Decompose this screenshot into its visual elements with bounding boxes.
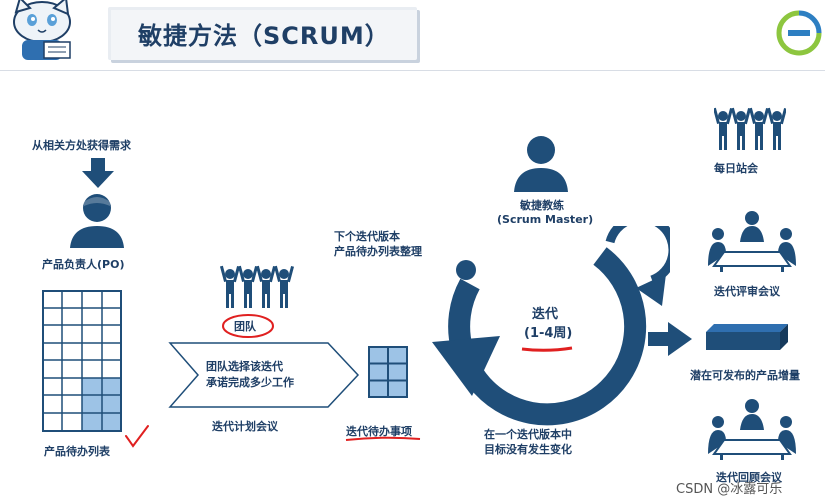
team-label: 团队 bbox=[234, 320, 256, 333]
backlog-refine-line2: 产品待办列表整理 bbox=[334, 245, 422, 258]
product-owner-label: 产品负责人(PO) bbox=[42, 258, 125, 271]
sprint-backlog-underline bbox=[345, 436, 421, 441]
scrum-master-line2: (Scrum Master) bbox=[497, 213, 594, 226]
scrum-master-line1: 敏捷教练 bbox=[520, 199, 564, 212]
sprint-duration-underline bbox=[521, 346, 573, 352]
title-banner bbox=[108, 7, 417, 60]
right-arrow-icon bbox=[648, 322, 692, 356]
sprint-review-label: 迭代评审会议 bbox=[714, 285, 780, 298]
sprint-planning-label: 迭代计划会议 bbox=[212, 420, 278, 433]
chevron-arrow-icon bbox=[168, 342, 360, 408]
cycle-arrow-icon bbox=[432, 226, 670, 426]
backlog-refine-line1: 下个迭代版本 bbox=[334, 230, 400, 243]
down-arrow-icon bbox=[82, 158, 114, 188]
product-backlog-label: 产品待办列表 bbox=[44, 445, 110, 458]
commit-text-line1: 团队选择该迭代 bbox=[206, 360, 283, 373]
sprint-review-meeting-icon bbox=[708, 211, 796, 272]
product-increment-icon bbox=[706, 324, 788, 350]
scrum-master-person-icon bbox=[514, 136, 568, 192]
commit-text-line2: 承诺完成多少工作 bbox=[206, 376, 294, 389]
team-icon bbox=[220, 265, 294, 308]
checkmark-icon bbox=[125, 425, 149, 448]
cat-mascot-icon bbox=[13, 0, 71, 60]
daily-standup-label: 每日站会 bbox=[714, 162, 758, 175]
person-icon bbox=[70, 194, 124, 248]
retrospective-label: 迭代回顾会议 bbox=[716, 471, 782, 484]
sprint-label: 迭代 bbox=[532, 307, 559, 322]
header-divider bbox=[0, 70, 825, 71]
sprint-backlog-label: 迭代待办事项 bbox=[346, 425, 412, 438]
sprint-duration-label: (1-4周) bbox=[524, 326, 573, 341]
no-change-line1: 在一个迭代版本中 bbox=[484, 428, 572, 441]
brand-logo-icon bbox=[776, 10, 822, 56]
no-change-line2: 目标没有发生变化 bbox=[484, 443, 572, 456]
daily-standup-team-icon bbox=[714, 107, 786, 150]
page-title: 敏捷方法（SCRUM） bbox=[138, 22, 390, 50]
gather-requirements-label: 从相关方处获得需求 bbox=[32, 139, 131, 152]
team-annotation-circle bbox=[222, 314, 274, 338]
sprint-backlog-grid bbox=[368, 346, 408, 398]
increment-label: 潜在可发布的产品增量 bbox=[690, 369, 800, 382]
retrospective-meeting-icon bbox=[708, 399, 796, 460]
product-backlog-grid bbox=[42, 290, 122, 432]
watermark: CSDN @冰露可乐 bbox=[676, 482, 783, 497]
